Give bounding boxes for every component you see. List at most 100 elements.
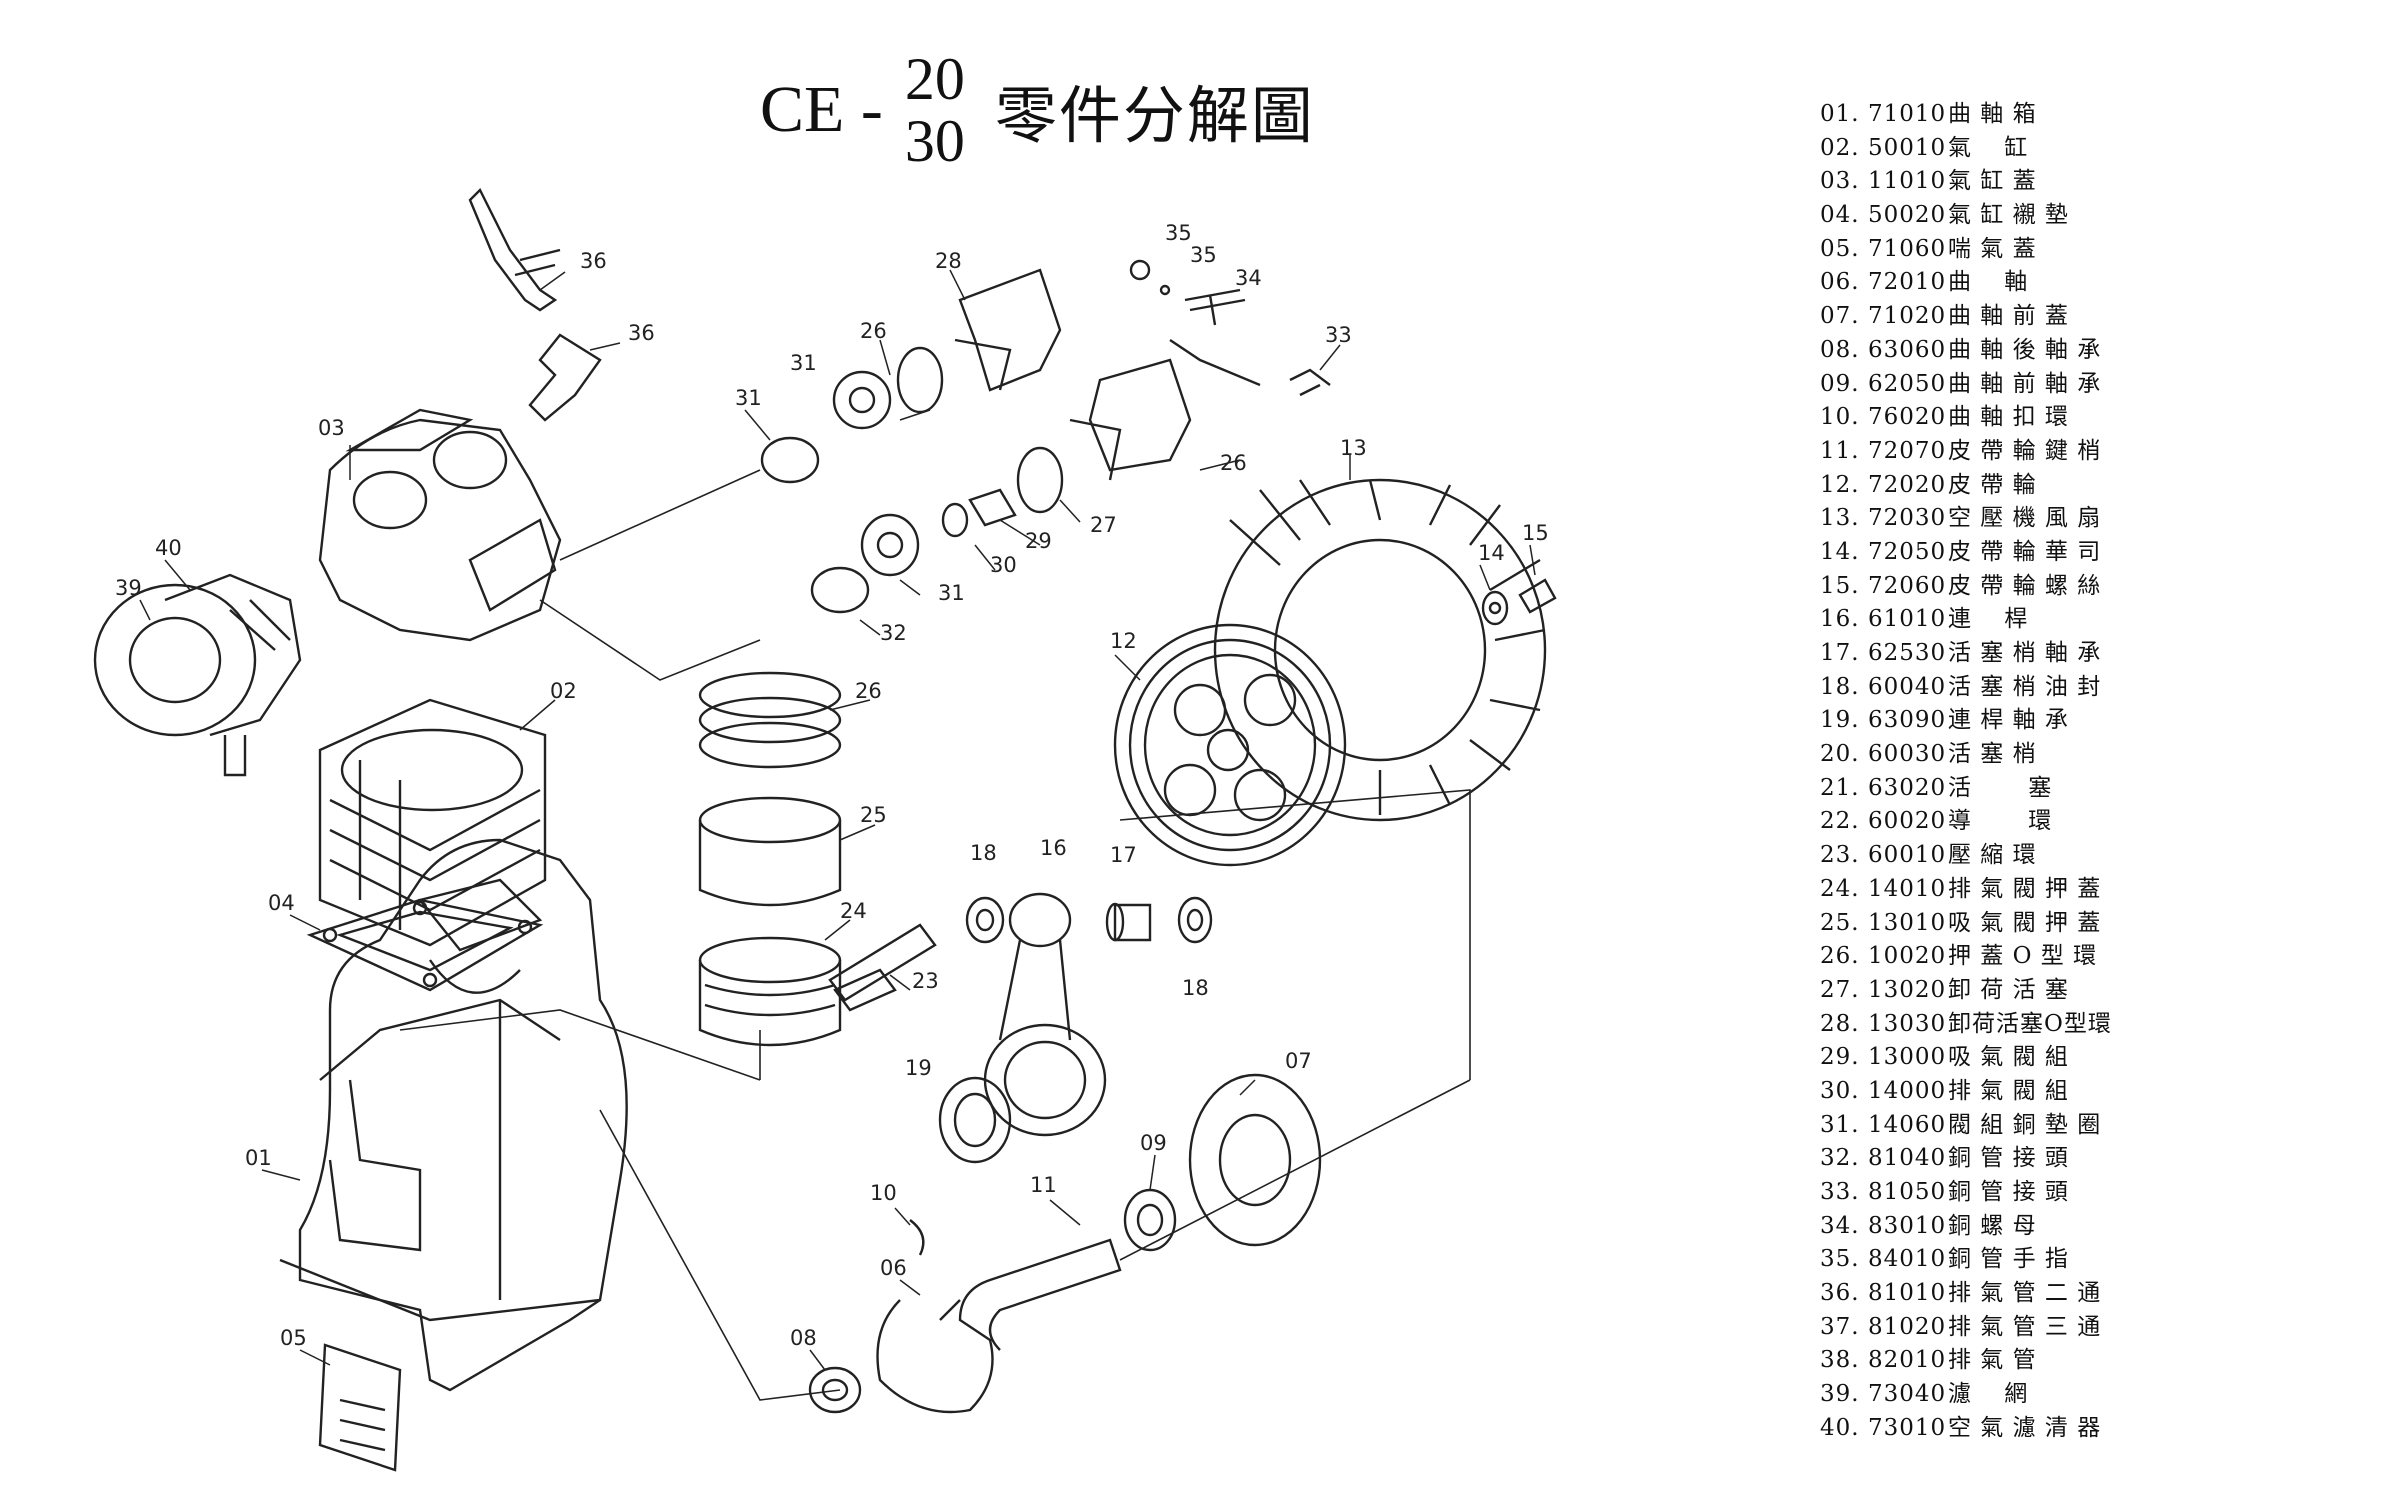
callout-14: 14 bbox=[1478, 541, 1505, 565]
list-item: 31.14060閥 組 銅 墊 圈 bbox=[1820, 1111, 2102, 1138]
part-cylinder-head-drawing bbox=[318, 408, 562, 642]
part-valve-assembly-drawing bbox=[760, 268, 1192, 614]
list-item: 40.73010空 氣 濾 清 器 bbox=[1820, 1414, 2102, 1441]
list-item: 21.63020活 塞 bbox=[1820, 774, 2053, 801]
list-item: 25.13010吸 氣 閥 押 蓋 bbox=[1820, 909, 2102, 936]
list-item: 14.72050皮 帶 輪 華 司 bbox=[1820, 538, 2102, 565]
callout-27: 29 bbox=[1025, 529, 1052, 553]
callout-31-lower: 32 bbox=[880, 621, 907, 645]
list-item: 29.13000吸 氣 閥 組 bbox=[1820, 1044, 2069, 1071]
list-item: 34.83010銅 螺 母 bbox=[1820, 1212, 2037, 1239]
list-item: 26.10020押 蓋 O 型 環 bbox=[1820, 943, 2098, 970]
callout-38: 36 bbox=[580, 249, 607, 273]
list-item: 33.81050銅 管 接 頭 bbox=[1820, 1179, 2069, 1205]
part-washer-bolt-drawing bbox=[1481, 578, 1557, 626]
callout-21: 24 bbox=[840, 899, 867, 923]
callout-39: 39 bbox=[115, 576, 142, 600]
callout-06: 06 bbox=[880, 1256, 907, 1280]
callout-22: 25 bbox=[860, 803, 887, 827]
part-crankcase-drawing bbox=[279, 838, 628, 1392]
callout-04: 04 bbox=[268, 891, 295, 915]
list-item: 16.61010連 桿 bbox=[1820, 606, 2029, 633]
list-item: 03.11010氣 缸 蓋 bbox=[1820, 168, 2037, 195]
callout-31-upper: 31 bbox=[735, 386, 762, 410]
callout-28: 30 bbox=[990, 553, 1017, 577]
title-name: 零件分解圖 bbox=[994, 79, 1315, 152]
callout-26-lower: 27 bbox=[1090, 513, 1117, 537]
list-item: 24.14010排 氣 閥 押 蓋 bbox=[1820, 875, 2102, 902]
callout-18-left: 18 bbox=[970, 841, 997, 865]
list-item: 35.84010銅 管 手 指 bbox=[1820, 1246, 2069, 1273]
list-item: 08.63060曲 軸 後 軸 承 bbox=[1820, 336, 2102, 363]
diagram-title: CE - 20 30 零件分解圖 bbox=[760, 40, 1315, 180]
assembly-guide-lines bbox=[399, 469, 1471, 1401]
callout-leaders bbox=[139, 269, 1536, 1371]
callout-26-upper: 26 bbox=[860, 319, 887, 343]
callout-12: 12 bbox=[1110, 629, 1137, 653]
title-model-top: 20 bbox=[904, 46, 965, 112]
callout-18-right: 18 bbox=[1182, 976, 1209, 1000]
callout-40: 40 bbox=[155, 536, 182, 560]
list-item: 07.71020曲 軸 前 蓋 bbox=[1820, 303, 2069, 330]
callout-29: 31 bbox=[938, 581, 965, 605]
callout-11: 11 bbox=[1030, 1173, 1057, 1197]
list-item: 37.81020排 氣 管 三 通 bbox=[1820, 1313, 2102, 1340]
list-item: 30.14000排 氣 閥 組 bbox=[1820, 1077, 2069, 1104]
callout-08: 08 bbox=[790, 1326, 817, 1350]
callout-16: 16 bbox=[1040, 836, 1067, 860]
title-model-bottom: 30 bbox=[904, 108, 965, 174]
callout-19: 19 bbox=[905, 1056, 932, 1080]
list-item: 39.73040濾 網 bbox=[1820, 1381, 2029, 1408]
callout-24: 26 bbox=[1220, 451, 1247, 475]
list-item: 32.81040銅 管 接 頭 bbox=[1820, 1145, 2069, 1172]
part-piston-rings-drawing bbox=[698, 671, 937, 1047]
callout-07: 07 bbox=[1285, 1049, 1312, 1073]
part-gasket-plate-drawing bbox=[318, 1343, 402, 1472]
callout-20: 23 bbox=[912, 969, 939, 993]
list-item: 17.62530活 塞 梢 軸 承 bbox=[1820, 640, 2102, 666]
callout-33: 34 bbox=[1235, 266, 1262, 290]
part-crankshaft-drawing bbox=[808, 1073, 1322, 1414]
part-connecting-rod-drawing bbox=[983, 892, 1107, 1137]
list-item: 18.60040活 塞 梢 油 封 bbox=[1820, 673, 2102, 700]
list-item: 09.62050曲 軸 前 軸 承 bbox=[1820, 370, 2102, 397]
list-item: 10.76020曲 軸 扣 環 bbox=[1820, 404, 2069, 431]
callout-32: 33 bbox=[1325, 323, 1352, 347]
part-cylinder-drawing bbox=[318, 698, 547, 947]
list-item: 11.72070皮 帶 輪 鍵 梢 bbox=[1820, 437, 2102, 464]
callout-34: 35 bbox=[1165, 221, 1192, 245]
part-air-filter-drawing bbox=[93, 573, 302, 777]
callout-10: 10 bbox=[870, 1181, 897, 1205]
list-item: 27.13020卸 荷 活 塞 bbox=[1820, 976, 2069, 1003]
list-item: 15.72060皮 帶 輪 螺 絲 bbox=[1820, 572, 2102, 599]
callout-15: 15 bbox=[1522, 521, 1549, 545]
title-model-fraction: 20 30 bbox=[905, 48, 965, 172]
title-prefix: CE - bbox=[760, 73, 883, 146]
callout-numbers: 36 36 03 40 39 02 04 01 05 26 25 24 23 3… bbox=[115, 221, 1549, 1350]
callout-01: 01 bbox=[245, 1146, 272, 1170]
list-item: 23.60010壓 縮 環 bbox=[1820, 842, 2037, 869]
part-exhaust-pipe-drawing bbox=[468, 187, 602, 422]
callout-23: 26 bbox=[855, 679, 882, 703]
callout-25: 28 bbox=[935, 249, 962, 273]
part-fan-drawing bbox=[1213, 478, 1547, 822]
part-copper-fittings-drawing bbox=[1129, 259, 1331, 397]
list-item: 36.81010排 氣 管 二 通 bbox=[1820, 1280, 2102, 1307]
part-cylinder-gasket-drawing bbox=[306, 898, 544, 992]
list-item: 06.72010曲 軸 bbox=[1820, 269, 2029, 296]
callout-05: 05 bbox=[280, 1326, 307, 1350]
callout-36: 36 bbox=[628, 321, 655, 345]
part-bearings-drawing bbox=[833, 896, 1213, 1164]
list-item: 13.72030空 壓 機 風 扇 bbox=[1820, 505, 2102, 532]
callout-09: 09 bbox=[1140, 1131, 1167, 1155]
parts-list: 01.71010曲 軸 箱 02.50010氣 缸 03.11010氣 缸 蓋 … bbox=[1820, 98, 2112, 1446]
list-item: 19.63090連 桿 軸 承 bbox=[1820, 707, 2069, 734]
list-item: 20.60030活 塞 梢 bbox=[1820, 741, 2037, 768]
list-item: 38.82010排 氣 管 bbox=[1820, 1347, 2037, 1374]
list-item: 04.50020氣 缸 襯 墊 bbox=[1820, 202, 2069, 229]
list-item: 12.72020皮 帶 輪 bbox=[1820, 471, 2037, 498]
exploded-parts-drawing: 36 36 03 40 39 02 04 01 05 26 25 24 23 3… bbox=[93, 187, 1557, 1472]
list-item: 22.60020導 環 bbox=[1820, 808, 2053, 835]
list-item: 28.13030卸荷活塞O型環 bbox=[1820, 1010, 2112, 1037]
list-item: 02.50010氣 缸 bbox=[1820, 134, 2029, 161]
